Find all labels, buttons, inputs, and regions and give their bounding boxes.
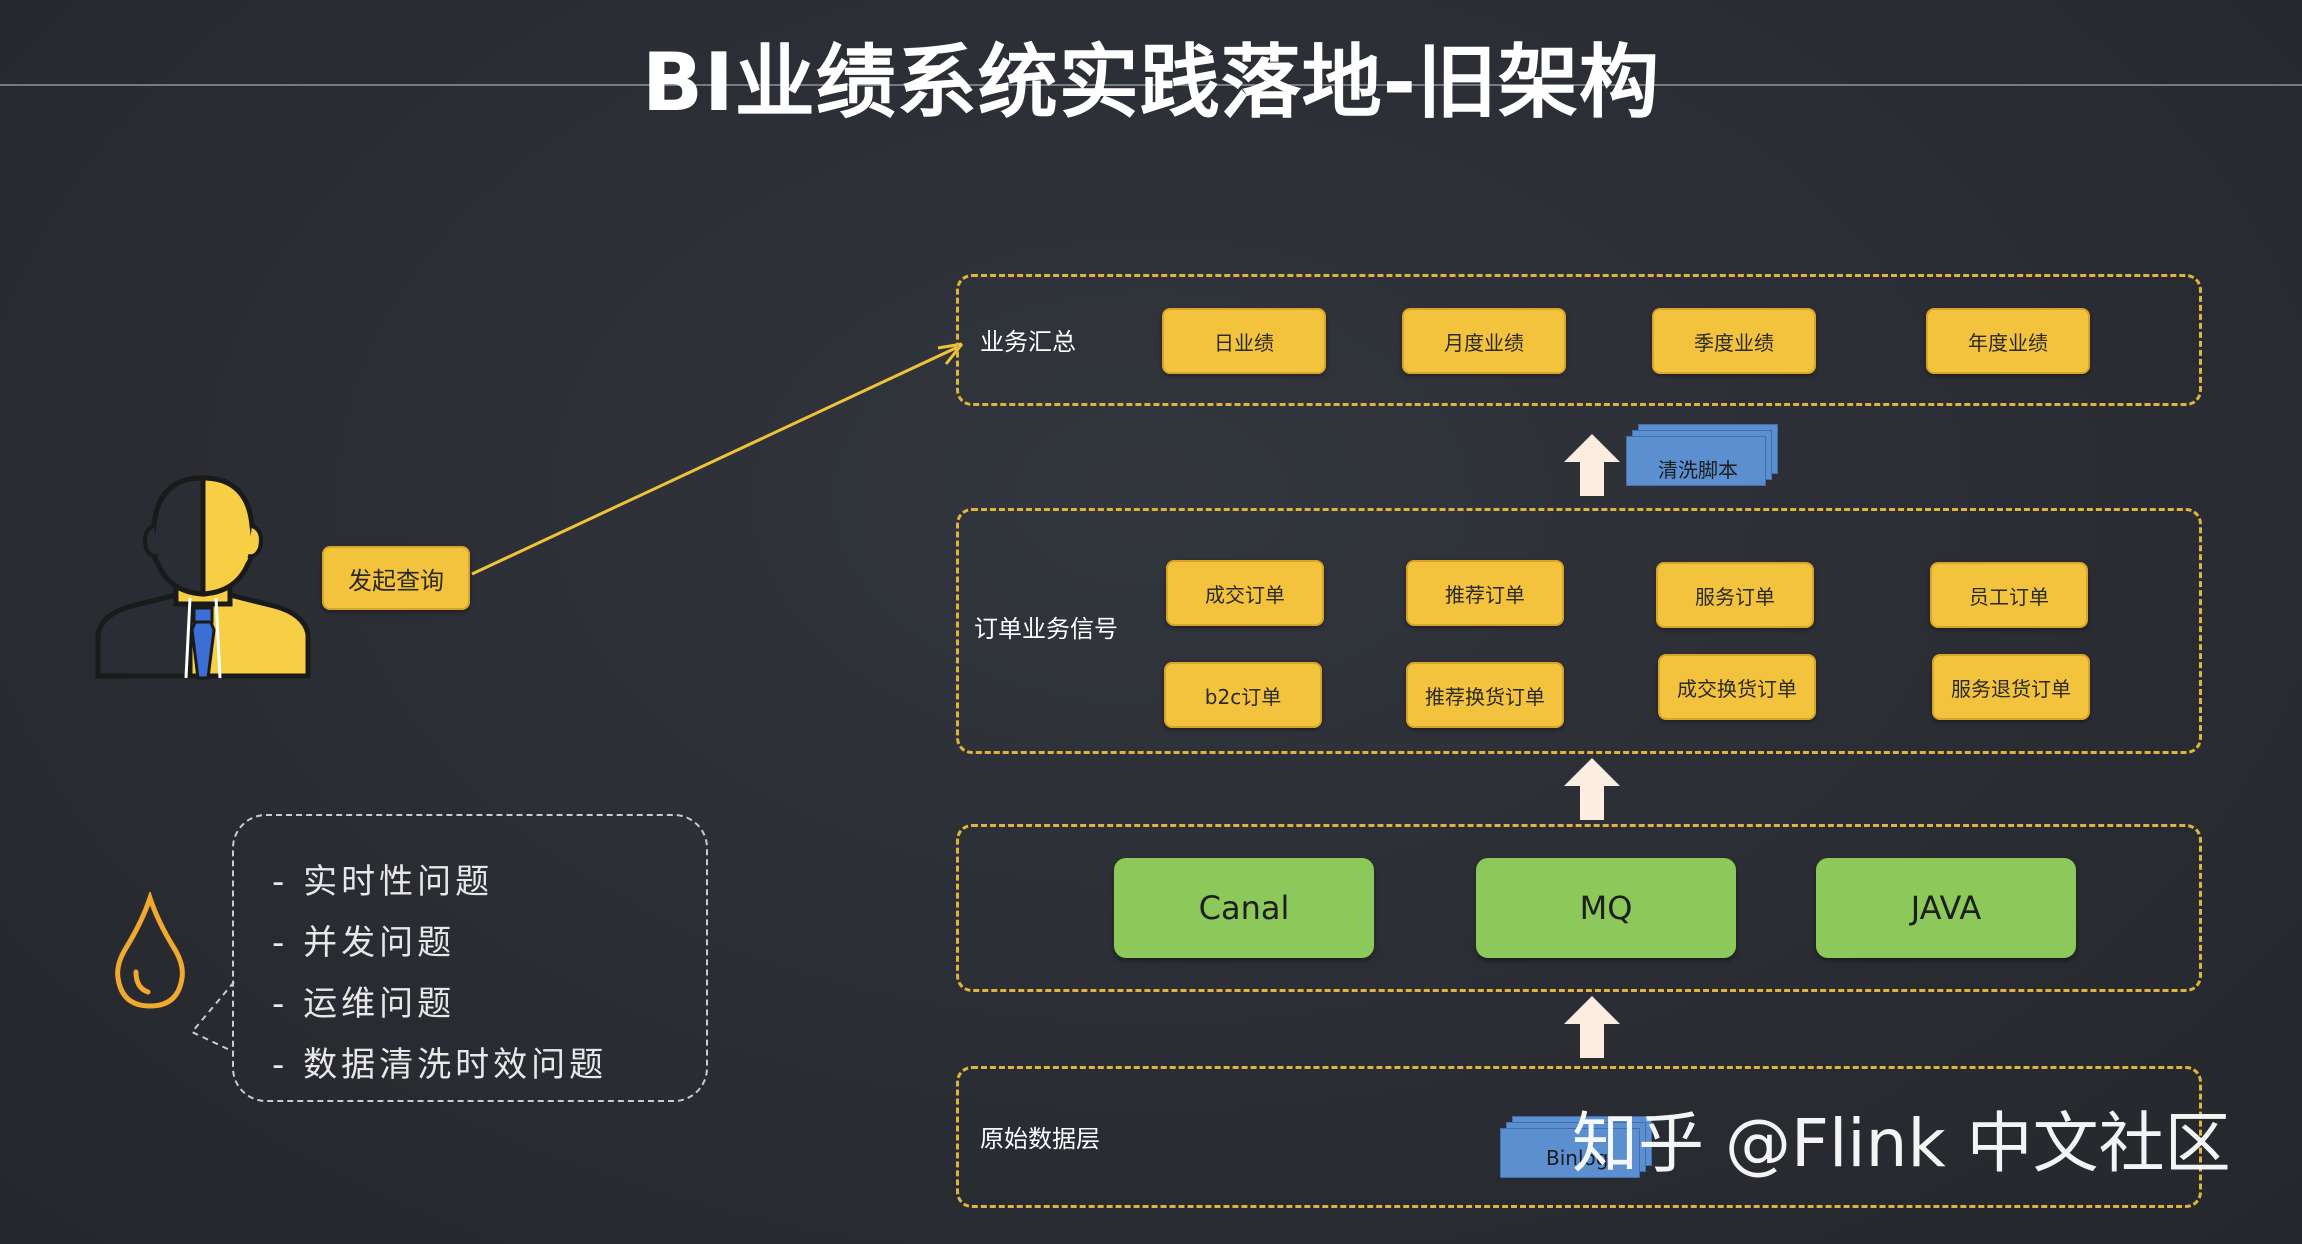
transport-item-canal[interactable]: Canal (1114, 858, 1374, 958)
order-item-deal[interactable]: 成交订单 (1166, 560, 1324, 626)
watermark: 知乎 @Flink 中文社区 (1572, 1105, 2231, 1182)
issue-item: - 实时性问题 (272, 862, 494, 902)
summary-item-quarterly[interactable]: 季度业绩 (1652, 308, 1816, 374)
issues-bubble (232, 814, 708, 1102)
page-title: BI业绩系统实践落地-旧架构 (642, 36, 1660, 129)
order-item-staff[interactable]: 员工订单 (1930, 562, 2088, 628)
up-arrow-icon (1564, 996, 1620, 1058)
up-arrow-icon (1564, 434, 1620, 496)
clean-script-label: 清洗脚本 (1658, 458, 1738, 482)
title-rule (0, 84, 2302, 86)
order-item-deal-exchange[interactable]: 成交换货订单 (1658, 654, 1816, 720)
raw-data-layer (956, 1066, 2202, 1208)
bubble-tail (190, 981, 235, 1053)
document-stack-icon (1626, 424, 1778, 492)
order-item-recommend-exchange[interactable]: 推荐换货订单 (1406, 662, 1564, 728)
transport-item-java[interactable]: JAVA (1816, 858, 2076, 958)
order-item-service-return[interactable]: 服务退货订单 (1932, 654, 2090, 720)
document-stack-icon (1500, 1116, 1652, 1184)
order-signal-layer (956, 508, 2202, 754)
issue-item: - 并发问题 (272, 923, 456, 963)
order-item-b2c[interactable]: b2c订单 (1164, 662, 1322, 728)
up-arrow-icon (1564, 758, 1620, 820)
order-item-recommend[interactable]: 推荐订单 (1406, 560, 1564, 626)
issue-item: - 数据清洗时效问题 (272, 1045, 608, 1085)
summary-layer (956, 274, 2202, 406)
raw-data-layer-label: 原始数据层 (980, 1125, 1100, 1153)
order-signal-layer-label: 订单业务信号 (974, 615, 1118, 643)
person-icon (95, 475, 311, 680)
binlog-label: Binlog (1546, 1146, 1609, 1170)
transport-item-mq[interactable]: MQ (1476, 858, 1736, 958)
issues-list: - 实时性问题 - 并发问题 - 运维问题 - 数据清洗时效问题 (272, 862, 607, 1085)
drop-icon (115, 892, 185, 1009)
summary-item-daily[interactable]: 日业绩 (1162, 308, 1326, 374)
query-arrow (471, 342, 964, 576)
summary-item-yearly[interactable]: 年度业绩 (1926, 308, 2090, 374)
summary-layer-label: 业务汇总 (980, 328, 1076, 356)
issue-item: - 运维问题 (272, 984, 456, 1024)
order-item-service[interactable]: 服务订单 (1656, 562, 1814, 628)
summary-item-monthly[interactable]: 月度业绩 (1402, 308, 1566, 374)
query-button[interactable]: 发起查询 (322, 546, 470, 610)
transport-layer (956, 824, 2202, 992)
